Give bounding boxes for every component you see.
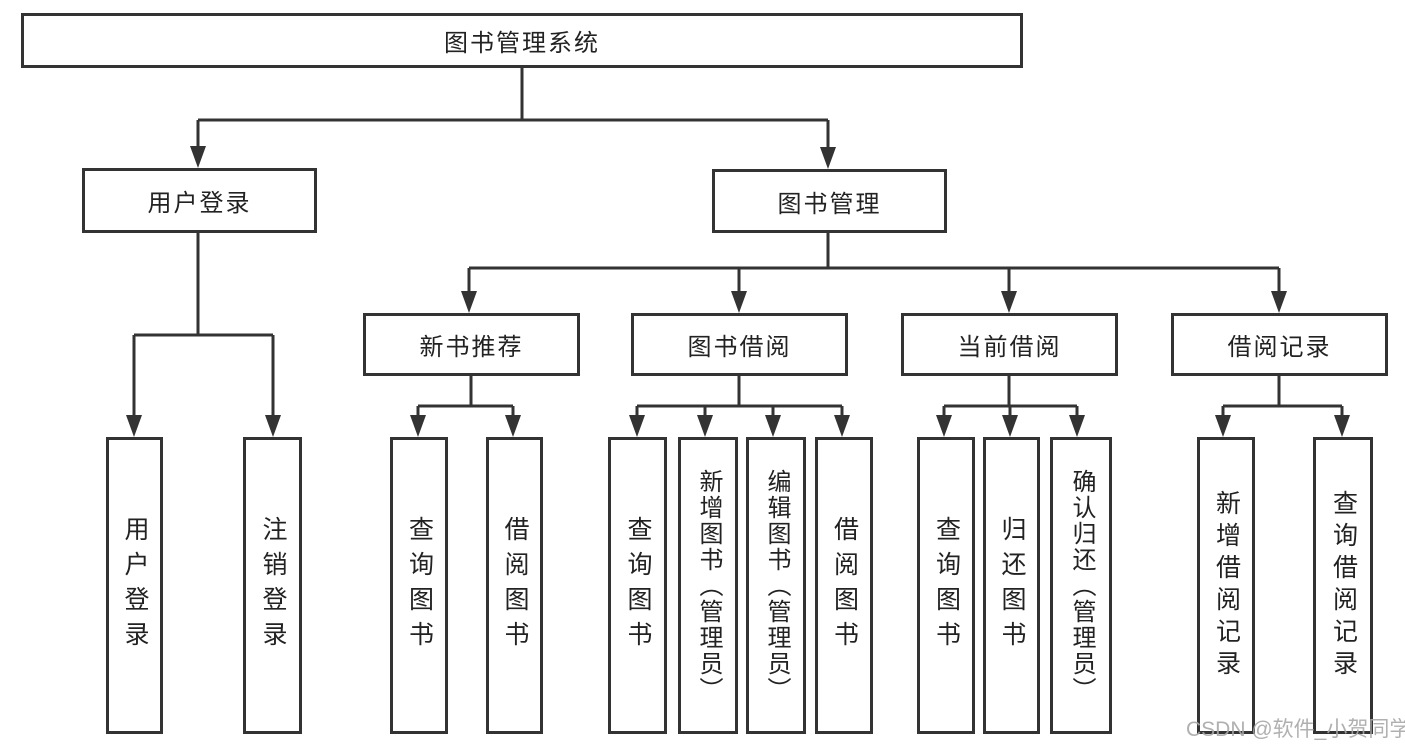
node-current-borrowing: 当前借阅 — [901, 313, 1118, 376]
node-leaf-confirm-return-admin: 确认归还（管理员） — [1050, 437, 1112, 734]
node-user-login-module: 用户登录 — [82, 168, 317, 233]
node-book-management-module: 图书管理 — [712, 169, 947, 233]
node-leaf-add-borrow-record: 新增借阅记录 — [1197, 437, 1255, 734]
node-leaf-query-book-recommend: 查询图书 — [390, 437, 448, 734]
node-label: 查询图书 — [405, 515, 434, 656]
node-label: 借阅记录 — [1227, 334, 1332, 361]
csdn-watermark: CSDN @软件_小贺同学 — [1186, 718, 1405, 741]
node-label: 编辑图书（管理员） — [763, 468, 790, 703]
node-label: 图书管理系统 — [444, 30, 600, 57]
node-label: 借阅图书 — [830, 515, 859, 656]
node-label: 图书管理 — [777, 190, 882, 218]
node-leaf-return-book: 归还图书 — [983, 437, 1040, 734]
node-leaf-query-book-borrowing: 查询图书 — [608, 437, 667, 734]
node-leaf-edit-book-admin: 编辑图书（管理员） — [746, 437, 806, 734]
node-leaf-borrow-book-recommend: 借阅图书 — [486, 437, 543, 734]
node-leaf-add-book-admin: 新增图书（管理员） — [678, 437, 738, 734]
node-leaf-query-borrow-record: 查询借阅记录 — [1313, 437, 1373, 734]
node-library-management-system: 图书管理系统 — [21, 13, 1023, 68]
node-label: 新增图书（管理员） — [695, 468, 722, 703]
node-borrowing-records: 借阅记录 — [1171, 313, 1388, 376]
node-label: 查询图书 — [624, 515, 652, 656]
node-label: 图书借阅 — [687, 334, 792, 361]
node-leaf-user-login: 用户登录 — [106, 437, 163, 734]
node-label: 借阅图书 — [501, 515, 529, 656]
node-leaf-query-book-current: 查询图书 — [917, 437, 975, 734]
arrowheads — [126, 146, 1350, 437]
node-new-book-recommendation: 新书推荐 — [363, 313, 580, 376]
node-label: 确认归还（管理员） — [1068, 468, 1095, 703]
connector-path — [132, 68, 1344, 415]
node-leaf-borrow-book-borrowing: 借阅图书 — [815, 437, 873, 734]
node-label: 新增借阅记录 — [1212, 489, 1241, 682]
node-book-borrowing: 图书借阅 — [631, 313, 848, 376]
node-label: 当前借阅 — [957, 334, 1062, 361]
node-leaf-logout: 注销登录 — [243, 437, 302, 734]
node-label: 查询借阅记录 — [1329, 489, 1358, 682]
node-label: 查询图书 — [932, 515, 961, 656]
node-label: 用户登录 — [121, 515, 149, 656]
node-label: 用户登录 — [147, 190, 252, 217]
node-label: 新书推荐 — [419, 334, 524, 361]
node-label: 注销登录 — [259, 515, 287, 656]
node-label: 归还图书 — [998, 515, 1026, 656]
